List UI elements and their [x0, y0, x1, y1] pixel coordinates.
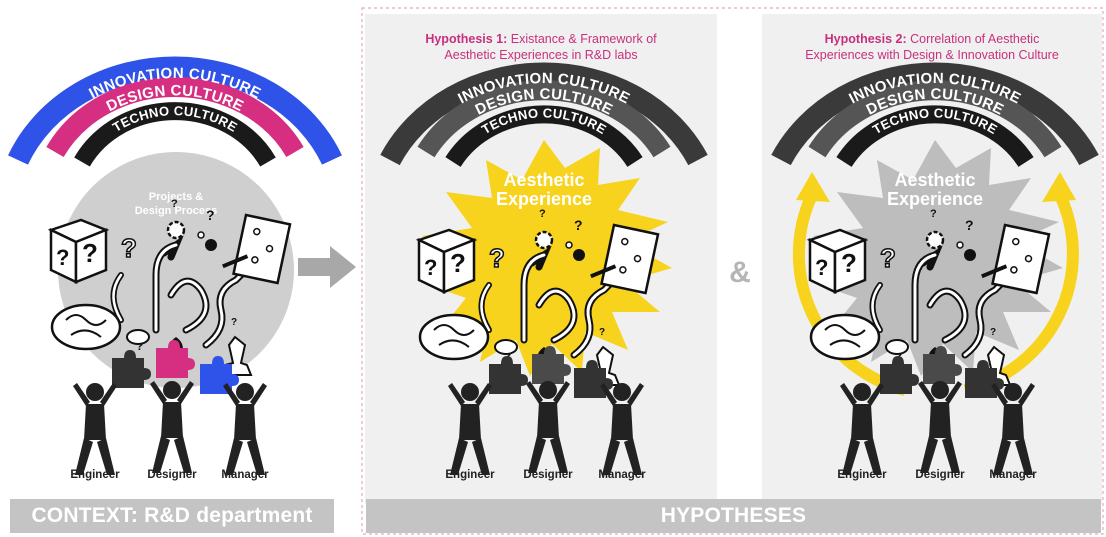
projects-label: Projects & — [149, 191, 203, 203]
designer-figure — [918, 381, 962, 473]
hypothesis1-title: Hypothesis 1: Existance & Framework of A… — [368, 31, 714, 63]
engineer-label: Engineer — [445, 469, 495, 481]
hypothesis2-title: Hypothesis 2: Correlation of Aesthetic E… — [762, 31, 1102, 63]
hypothesis2-title-line2: Experiences with Design & Innovation Cul… — [805, 48, 1059, 62]
manager-figure — [600, 383, 644, 475]
hypothesis2-title-bold: Hypothesis 2: — [824, 32, 907, 46]
engineer-label: Engineer — [70, 469, 120, 481]
designer-label: Designer — [523, 469, 573, 481]
context-to-hypotheses-arrow — [298, 246, 356, 288]
design-culture-arc — [46, 77, 304, 158]
and-connector: & — [729, 256, 751, 289]
manager-label: Manager — [598, 469, 646, 481]
designer-label: Designer — [147, 469, 197, 481]
design-culture-arc — [808, 80, 1062, 158]
cycle-arrowhead-right — [1042, 172, 1076, 202]
innovation-culture-arc — [8, 56, 342, 165]
innovation-culture-arc — [771, 62, 1099, 166]
context-bottom-label: CONTEXT: R&D department — [10, 499, 334, 533]
engineer-figure — [73, 383, 117, 475]
hypothesis1-title-rest: Existance & Framework of — [507, 32, 657, 46]
cycle-arrowhead-left — [796, 172, 830, 202]
hypotheses-frame — [361, 7, 1104, 535]
puzzle-piece-dark — [489, 356, 528, 394]
hypothesis2-title-rest: Correlation of Aesthetic — [906, 32, 1040, 46]
manager-figure — [991, 383, 1035, 475]
hypothesis1-diagram: INNOVATION CULTURE DESIGN CULTURE TECHNO… — [380, 62, 708, 475]
experience-label: Experience — [887, 189, 983, 209]
manager-label: Manager — [221, 469, 269, 481]
designer-figure — [526, 381, 570, 473]
hypothesis1-title-bold: Hypothesis 1: — [425, 32, 508, 46]
innovation-culture-arc — [380, 62, 708, 166]
aesthetic-label: Aesthetic — [503, 170, 584, 190]
manager-figure — [223, 383, 267, 475]
techno-culture-arc — [836, 105, 1034, 167]
engineer-figure — [840, 383, 884, 475]
design-process-label: Design Process — [135, 205, 218, 217]
designer-figure — [150, 381, 194, 473]
design-culture-arc — [417, 80, 671, 158]
aesthetic-label: Aesthetic — [894, 170, 975, 190]
techno-culture-arc — [74, 102, 276, 167]
engineer-label: Engineer — [837, 469, 887, 481]
techno-culture-arc — [445, 105, 643, 167]
hypotheses-bottom-label: HYPOTHESES — [366, 499, 1101, 533]
engineer-figure — [448, 383, 492, 475]
puzzle-piece-dark — [880, 356, 919, 394]
designer-label: Designer — [915, 469, 965, 481]
manager-label: Manager — [989, 469, 1037, 481]
cycle-arrow-left — [792, 192, 907, 396]
experience-label: Experience — [496, 189, 592, 209]
hypothesis1-title-line2: Aesthetic Experiences in R&D labs — [444, 48, 638, 62]
hypothesis2-diagram: INNOVATION CULTURE DESIGN CULTURE TECHNO… — [771, 62, 1099, 475]
context-diagram: INNOVATION CULTURE DESIGN CULTURE TECHNO… — [8, 56, 342, 475]
